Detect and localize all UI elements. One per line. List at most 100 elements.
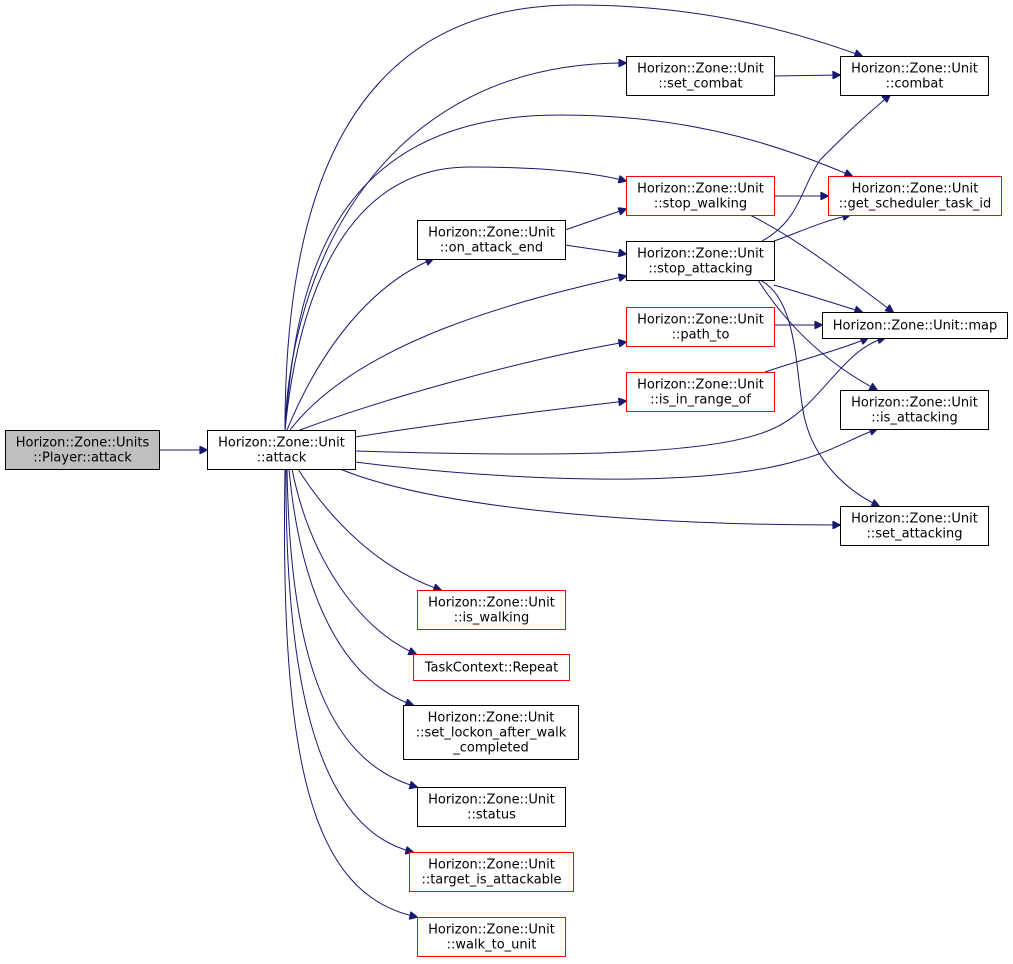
node-label-line: ::get_scheduler_task_id bbox=[839, 197, 991, 212]
node-label-line: ::combat bbox=[886, 77, 944, 92]
node-label-line: ::attack bbox=[257, 451, 307, 466]
edge-unit-attack-to-target-is-attackable bbox=[285, 468, 413, 852]
node-box bbox=[417, 220, 566, 260]
edge-unit-attack-to-on-attack-end bbox=[286, 259, 433, 431]
node-box bbox=[417, 917, 566, 957]
node-label-line: Horizon::Zone::Unit bbox=[218, 436, 345, 451]
node-label-line: ::walk_to_unit bbox=[447, 938, 537, 953]
node-label-line: Horizon::Zone::Unit bbox=[637, 247, 764, 262]
edge-unit-attack-to-combat bbox=[284, 4, 862, 431]
edge-stop-attacking-to-set-attacking bbox=[759, 279, 879, 506]
node-box bbox=[413, 654, 570, 681]
node-is-attacking[interactable]: Horizon::Zone::Unit::is_attacking bbox=[840, 390, 989, 430]
node-combat[interactable]: Horizon::Zone::Unit::combat bbox=[840, 56, 989, 96]
node-box bbox=[417, 787, 566, 827]
edge-on-attack-end-to-stop-walking bbox=[564, 209, 626, 231]
node-label-line: Horizon::Zone::Unit bbox=[428, 923, 555, 938]
node-label-line: ::on_attack_end bbox=[440, 241, 543, 256]
node-unit-attack[interactable]: Horizon::Zone::Unit::attack bbox=[207, 430, 356, 470]
node-path-to[interactable]: Horizon::Zone::Unit::path_to bbox=[626, 307, 775, 347]
node-label-line: Horizon::Zone::Unit bbox=[428, 596, 555, 611]
node-label-line: Horizon::Zone::Unit bbox=[428, 711, 555, 726]
node-repeat[interactable]: TaskContext::Repeat bbox=[413, 654, 570, 681]
edge-unit-attack-to-stop-attacking bbox=[289, 276, 626, 431]
node-target-is-attackable[interactable]: Horizon::Zone::Unit::target_is_attackabl… bbox=[409, 852, 574, 892]
node-set-combat[interactable]: Horizon::Zone::Unit::set_combat bbox=[626, 56, 775, 96]
edge-unit-attack-to-set-lockon bbox=[288, 468, 413, 705]
node-stop-attacking[interactable]: Horizon::Zone::Unit::stop_attacking bbox=[626, 241, 775, 281]
node-label-line: Horizon::Zone::Unit::map bbox=[833, 319, 997, 334]
node-label-line: ::is_walking bbox=[454, 611, 530, 626]
edge-unit-attack-to-get-scheduler-task-id bbox=[284, 114, 852, 431]
node-player-attack[interactable]: Horizon::Zone::Units::Player::attack bbox=[5, 430, 160, 470]
node-label-line: ::status bbox=[467, 808, 516, 823]
node-box bbox=[417, 590, 566, 630]
node-label-line: Horizon::Zone::Unit bbox=[637, 378, 764, 393]
node-box bbox=[840, 390, 989, 430]
node-box bbox=[626, 241, 775, 281]
node-is-walking[interactable]: Horizon::Zone::Unit::is_walking bbox=[417, 590, 566, 630]
node-box bbox=[828, 176, 1002, 216]
node-box bbox=[626, 176, 775, 216]
edge-unit-attack-to-stop-walking bbox=[284, 166, 626, 431]
node-label-line: Horizon::Zone::Unit bbox=[428, 858, 555, 873]
edge-stop-attacking-to-combat bbox=[761, 95, 890, 242]
node-box bbox=[5, 430, 160, 470]
node-box bbox=[409, 852, 574, 892]
edge-unit-attack-to-repeat bbox=[291, 468, 416, 654]
node-map[interactable]: Horizon::Zone::Unit::map bbox=[822, 312, 1008, 339]
node-box bbox=[626, 56, 775, 96]
edge-set-combat-to-combat bbox=[773, 75, 840, 76]
node-label-line: Horizon::Zone::Units bbox=[16, 436, 150, 451]
node-label-line: ::stop_walking bbox=[654, 197, 747, 212]
edge-unit-attack-to-set-attacking bbox=[339, 468, 840, 525]
node-label-line: Horizon::Zone::Unit bbox=[851, 396, 978, 411]
node-set-attacking[interactable]: Horizon::Zone::Unit::set_attacking bbox=[840, 506, 989, 546]
node-label-line: ::is_attacking bbox=[871, 411, 958, 426]
edge-stop-walking-to-map bbox=[749, 214, 893, 312]
node-label-line: ::set_combat bbox=[658, 77, 742, 92]
node-label-line: TaskContext::Repeat bbox=[424, 661, 559, 676]
edges-layer bbox=[159, 4, 893, 917]
node-label-line: Horizon::Zone::Unit bbox=[637, 62, 764, 77]
node-label-line: ::stop_attacking bbox=[648, 262, 752, 277]
node-get-scheduler-task-id[interactable]: Horizon::Zone::Unit::get_scheduler_task_… bbox=[828, 176, 1002, 216]
edge-unit-attack-to-walk-to-unit bbox=[284, 468, 417, 917]
node-box bbox=[626, 372, 775, 412]
node-on-attack-end[interactable]: Horizon::Zone::Unit::on_attack_end bbox=[417, 220, 566, 260]
nodes-layer: Horizon::Zone::Units::Player::attackHori… bbox=[5, 56, 1008, 957]
node-label-line: Horizon::Zone::Unit bbox=[852, 182, 979, 197]
edge-unit-attack-to-is-attacking bbox=[354, 429, 877, 480]
edge-unit-attack-to-status bbox=[286, 468, 417, 787]
node-label-line: ::target_is_attackable bbox=[421, 873, 561, 888]
node-box bbox=[207, 430, 356, 470]
edge-unit-attack-to-map bbox=[354, 338, 885, 455]
node-label-line: ::is_in_range_of bbox=[650, 393, 751, 408]
node-label-line: ::set_attacking bbox=[866, 527, 962, 542]
node-box bbox=[822, 312, 1008, 339]
node-label-line: Horizon::Zone::Unit bbox=[637, 182, 764, 197]
node-box bbox=[840, 506, 989, 546]
edge-is-in-range-of-to-map bbox=[764, 338, 868, 373]
node-label-line: Horizon::Zone::Unit bbox=[851, 512, 978, 527]
node-is-in-range-of[interactable]: Horizon::Zone::Unit::is_in_range_of bbox=[626, 372, 775, 412]
edge-unit-attack-to-path-to bbox=[299, 342, 626, 431]
node-box bbox=[626, 307, 775, 347]
edge-stop-attacking-to-is-attacking bbox=[757, 279, 877, 390]
edge-unit-attack-to-is-in-range-of bbox=[354, 401, 626, 438]
node-label-line: ::set_lockon_after_walk bbox=[416, 726, 567, 741]
edge-unit-attack-to-is-walking bbox=[297, 468, 441, 590]
node-stop-walking[interactable]: Horizon::Zone::Unit::stop_walking bbox=[626, 176, 775, 216]
edge-on-attack-end-to-stop-attacking bbox=[564, 244, 626, 254]
node-box bbox=[840, 56, 989, 96]
node-walk-to-unit[interactable]: Horizon::Zone::Unit::walk_to_unit bbox=[417, 917, 566, 957]
node-status[interactable]: Horizon::Zone::Unit::status bbox=[417, 787, 566, 827]
node-label-line: Horizon::Zone::Unit bbox=[428, 226, 555, 241]
node-set-lockon[interactable]: Horizon::Zone::Unit::set_lockon_after_wa… bbox=[403, 705, 579, 760]
edge-stop-attacking-to-map bbox=[773, 284, 862, 312]
node-box bbox=[403, 705, 579, 760]
node-label-line: ::path_to bbox=[672, 328, 730, 343]
node-label-line: Horizon::Zone::Unit bbox=[428, 793, 555, 808]
node-label-line: ::Player::attack bbox=[33, 451, 132, 466]
